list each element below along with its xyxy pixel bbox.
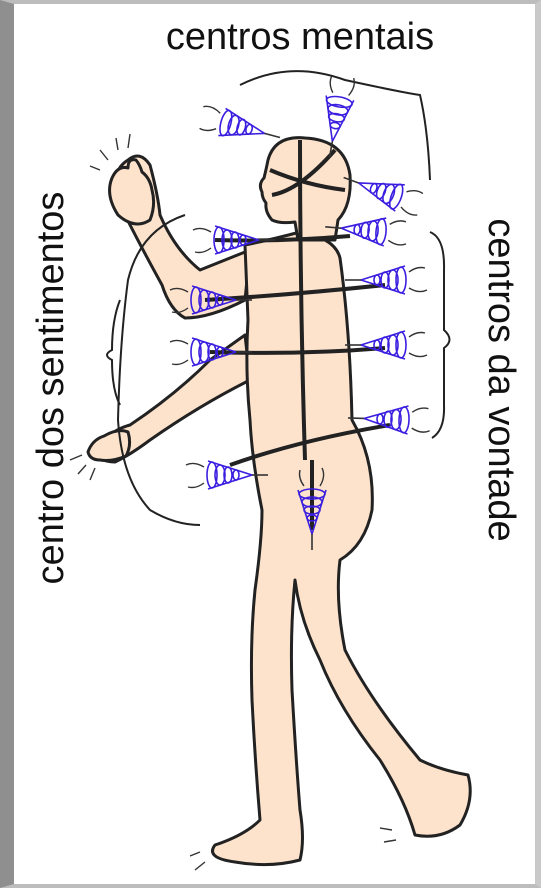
label-mental-centers: centros mentais <box>130 18 470 56</box>
body-silhouette <box>88 138 470 865</box>
torso-legs <box>213 232 471 865</box>
label-feeling-center: centro dos sentimentos <box>32 192 70 585</box>
vortex-head-back <box>339 164 426 218</box>
vortex-brow-left <box>197 103 283 151</box>
vortex-solar-right <box>345 331 427 359</box>
label-will-centers: centros da vontade <box>482 218 520 541</box>
